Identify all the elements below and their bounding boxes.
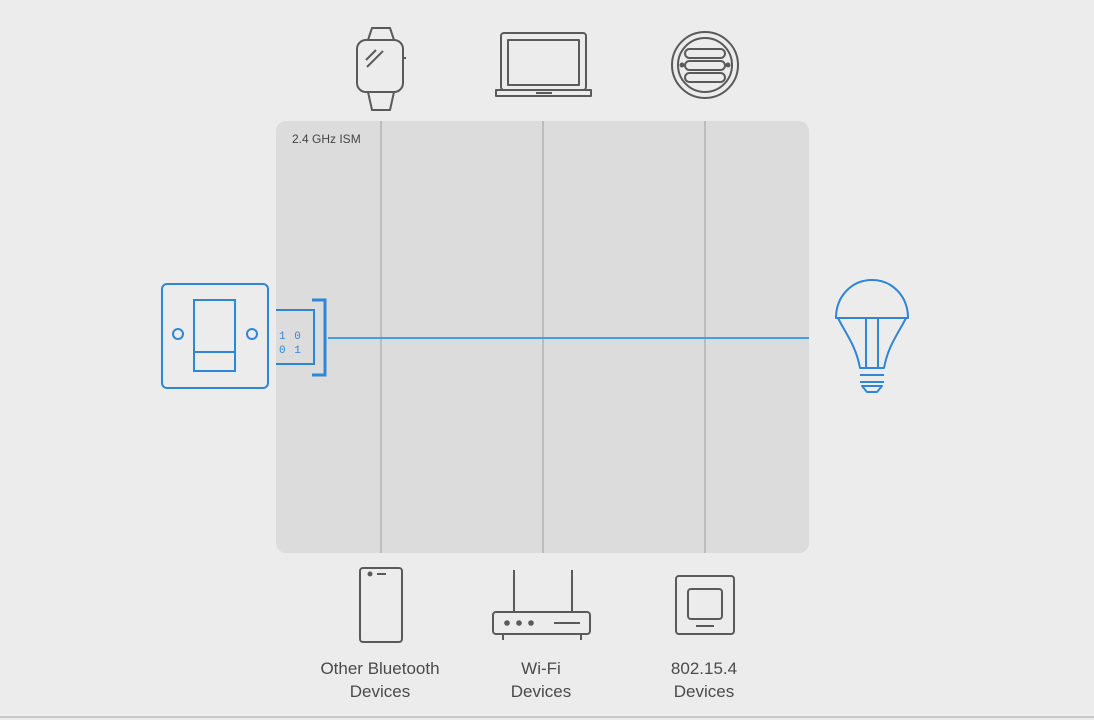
label-line: Devices: [673, 682, 735, 701]
binary-row: 0 1: [279, 345, 302, 357]
band-label: 2.4 GHz ISM: [292, 132, 361, 146]
label-line: Wi-Fi: [521, 659, 561, 678]
bottom-rule: [0, 716, 1094, 718]
device-group-label-802154: 802.15.4 Devices: [624, 657, 784, 703]
router-icon: [492, 570, 591, 640]
smoke-detector-icon: [671, 31, 739, 99]
transmitter-icon: [276, 298, 327, 377]
binary-row: 1 0: [279, 331, 302, 343]
signal-line: [328, 337, 809, 339]
label-line: Devices: [510, 682, 572, 701]
label-line: Devices: [349, 682, 411, 701]
smartphone-icon: [359, 567, 403, 643]
thermostat-icon: [675, 575, 735, 635]
device-group-label-bluetooth: Other Bluetooth Devices: [300, 657, 460, 703]
light-bulb-icon: [835, 279, 909, 393]
label-line: Other Bluetooth: [320, 659, 440, 678]
smartwatch-icon: [356, 27, 406, 111]
laptop-icon: [495, 32, 592, 97]
label-line: 802.15.4: [670, 659, 738, 678]
device-group-label-wifi: Wi-Fi Devices: [461, 657, 621, 703]
light-switch-icon: [161, 283, 269, 389]
